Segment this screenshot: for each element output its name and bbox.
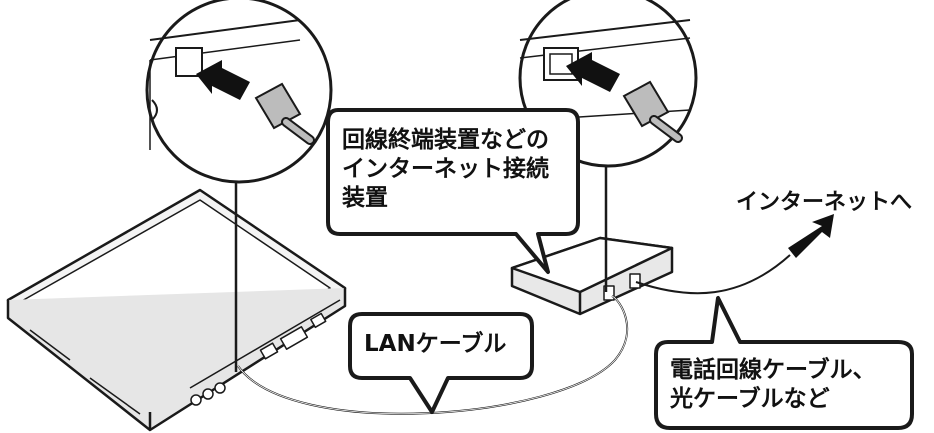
cables <box>237 254 791 415</box>
internet-label: インターネットへ <box>736 190 913 215</box>
phone-cable-label-line-1: 電話回線ケーブル、 <box>670 357 876 383</box>
callout-ont-device <box>326 108 580 274</box>
laptop-port-zoom <box>145 0 333 372</box>
callout-phone-cable <box>654 296 914 430</box>
rj45-plug-icon-2 <box>622 80 683 143</box>
phone-cable-label-line-2: 光ケーブルなど <box>670 386 830 412</box>
ont-device-label-line-1: 回線終端装置などの <box>342 127 549 153</box>
ont-device-label-line-3: 装置 <box>342 185 388 211</box>
laptop <box>6 188 347 432</box>
ont-device <box>510 236 674 316</box>
rj45-plug-icon <box>254 82 315 145</box>
lan-cable-label: LANケーブル <box>364 331 507 357</box>
callout-lan-cable <box>348 312 534 414</box>
ont-device-label: 回線終端装置などの インターネット接続 装置 <box>342 126 549 213</box>
ont-device-label-line-2: インターネット接続 <box>342 156 549 182</box>
phone-cable-label: 電話回線ケーブル、 光ケーブルなど <box>670 356 876 414</box>
internet-arrow-icon <box>788 214 834 258</box>
